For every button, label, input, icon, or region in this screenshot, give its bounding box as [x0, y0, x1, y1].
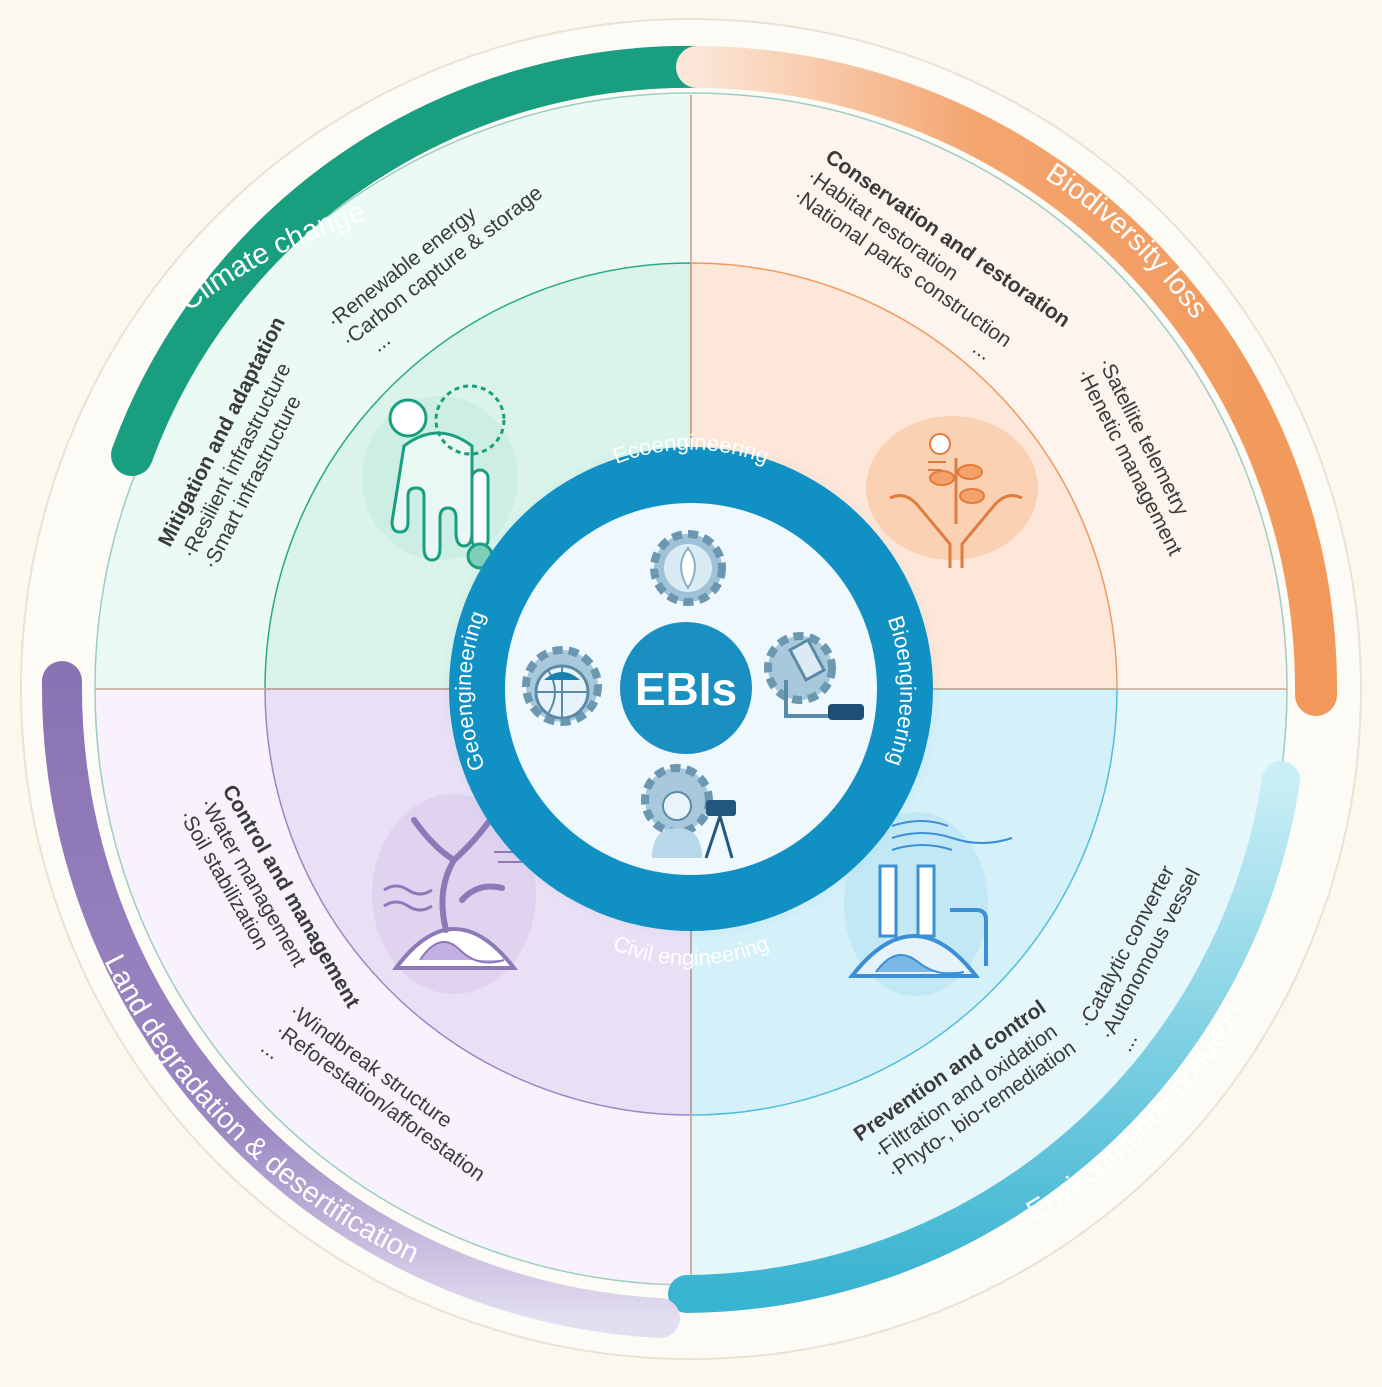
- biodiversity-arc: [676, 46, 1338, 716]
- factory-chimney-pollution-icon: [844, 812, 1013, 996]
- climate-arc: [111, 45, 718, 476]
- pollution-arc: [668, 761, 1300, 1313]
- hands-holding-plant-icon: [866, 416, 1038, 568]
- center-title: EBIs: [635, 663, 737, 715]
- surveyor-gear-icon: [641, 764, 736, 859]
- center-circle: [620, 622, 752, 754]
- microscope-gear-icon: [764, 632, 864, 720]
- melting-globe-thermometer-icon: [362, 384, 518, 570]
- leaf-gear-icon: [650, 530, 726, 606]
- globe-gear-icon: [522, 646, 602, 726]
- land-arc: [41, 661, 680, 1338]
